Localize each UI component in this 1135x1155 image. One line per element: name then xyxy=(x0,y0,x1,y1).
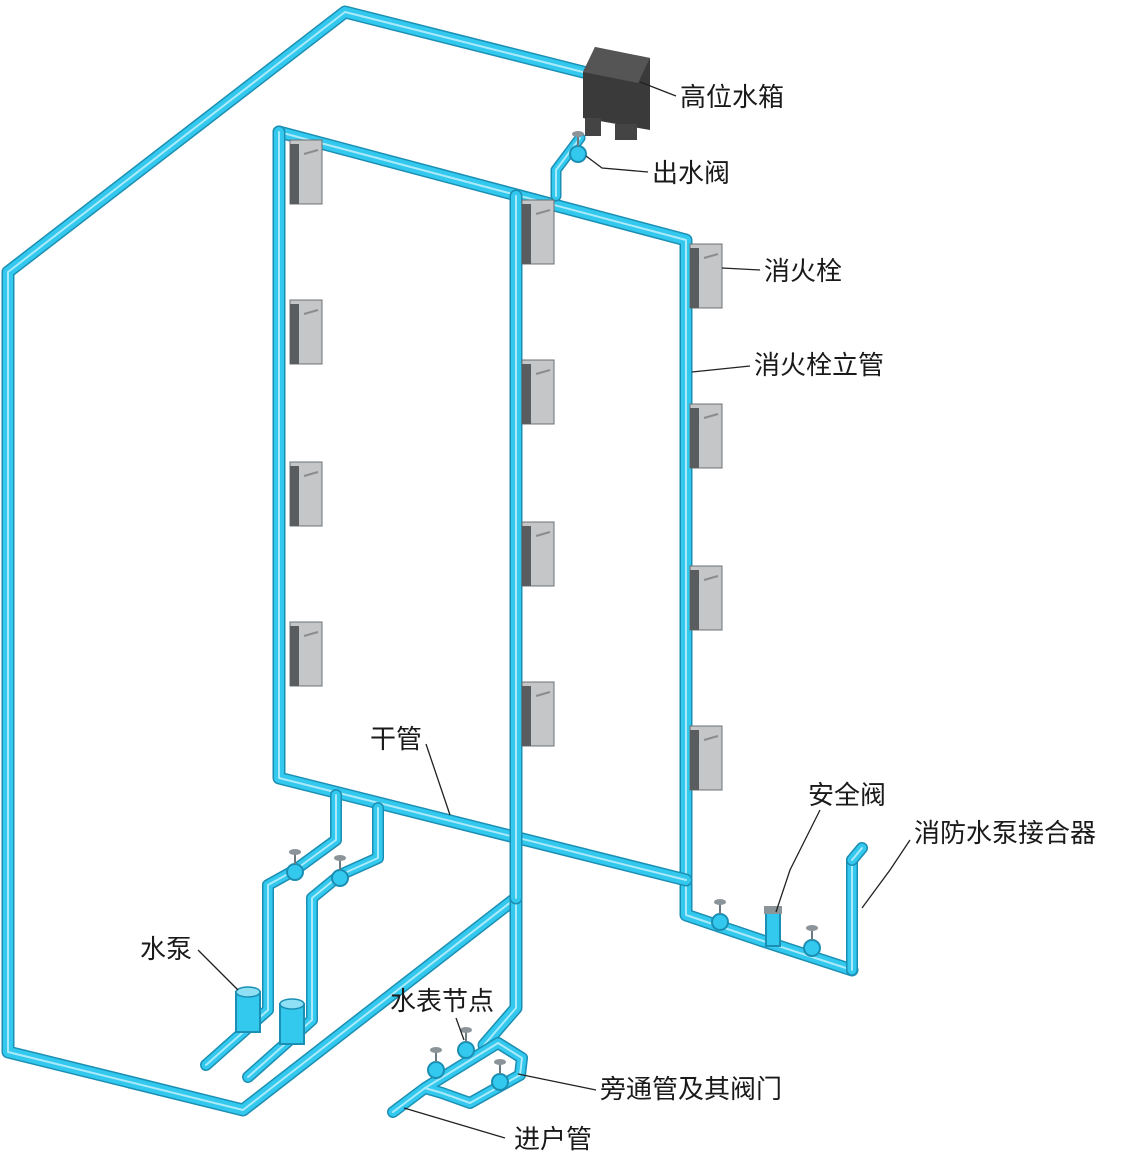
label-hydrant: 消火栓 xyxy=(764,257,842,287)
meter-valve-1-handwheel xyxy=(430,1047,442,1053)
hydrant-label-plate xyxy=(703,575,719,581)
leader-line xyxy=(403,1107,506,1139)
tank-foot xyxy=(615,124,637,140)
hydrant-label-plate xyxy=(303,309,319,315)
connector-check-valve-handwheel xyxy=(806,925,818,931)
leader-line xyxy=(861,839,911,909)
connector-gate-valve-handwheel xyxy=(714,899,726,905)
hydrant-label-plate xyxy=(535,209,551,215)
label-safety-valve: 安全阀 xyxy=(808,781,886,811)
hydrant-label-plate xyxy=(703,735,719,741)
pump-1 xyxy=(235,991,261,1033)
hydrant-label-plate xyxy=(303,471,319,477)
hydrant-label-plate xyxy=(703,253,719,259)
inlet-riser-tail-shine xyxy=(483,897,517,1046)
leader-line xyxy=(517,1073,597,1091)
hydrant-box-side xyxy=(690,730,699,790)
hydrant-box-side xyxy=(290,626,299,686)
hydrant-box-side xyxy=(690,248,699,308)
hydrant-label-plate xyxy=(703,413,719,419)
pump-2-cap xyxy=(279,998,305,1010)
outlet-valve-handwheel xyxy=(572,131,584,137)
label-pump-connector: 消防水泵接合器 xyxy=(914,819,1096,849)
tank-top xyxy=(583,47,650,83)
hydrant-box-side xyxy=(290,466,299,526)
meter-valve-2 xyxy=(457,1041,475,1059)
hydrant-box-side xyxy=(522,526,531,586)
hydrant-box-side xyxy=(690,408,699,468)
label-bypass: 旁通管及其阀门 xyxy=(600,1075,782,1105)
pump-2-gate-valve-handwheel xyxy=(334,855,346,861)
connector-check-valve xyxy=(803,939,821,957)
meter-valve-1 xyxy=(427,1061,445,1079)
equipment-layer xyxy=(235,47,821,1091)
label-inlet: 进户管 xyxy=(514,1125,592,1155)
leader-line xyxy=(197,949,239,991)
hydrant-label-plate xyxy=(535,531,551,537)
pump-1-gate-valve-handwheel xyxy=(289,849,301,855)
hydrant-box-side xyxy=(522,686,531,746)
leader-line xyxy=(639,81,677,97)
hydrant-box-side xyxy=(290,144,299,204)
pump-2-gate-valve xyxy=(331,869,349,887)
safety-valve-cap xyxy=(764,906,782,914)
label-riser: 消火栓立管 xyxy=(754,351,884,381)
label-outlet-valve: 出水阀 xyxy=(652,159,730,189)
left-riser-and-main-pipe-shine xyxy=(278,131,687,881)
leader-line xyxy=(775,809,821,913)
hydrant-box-side xyxy=(522,364,531,424)
label-tank: 高位水箱 xyxy=(680,83,784,113)
hydrant-label-plate xyxy=(535,691,551,697)
safety-valve-body xyxy=(765,911,781,947)
leader-line xyxy=(425,743,451,816)
bypass-valve xyxy=(491,1073,509,1091)
outlet-valve xyxy=(569,145,587,163)
pump-connector-head-shine xyxy=(851,847,863,861)
tank-outlet-stub xyxy=(585,118,601,136)
hydrant-label-plate xyxy=(535,369,551,375)
left-riser-and-main-pipe xyxy=(272,125,693,887)
leader-line xyxy=(691,365,751,373)
bypass-valve-handwheel xyxy=(494,1059,506,1065)
hydrant-box-side xyxy=(290,304,299,364)
pump-2 xyxy=(279,1003,305,1045)
label-meter-node: 水表节点 xyxy=(390,987,494,1017)
hydrant-box-side xyxy=(522,204,531,264)
pump-1-cap xyxy=(235,986,261,998)
label-main-pipe: 干管 xyxy=(370,725,422,755)
leader-line xyxy=(455,1017,465,1041)
meter-bypass-loop-shine xyxy=(392,1042,523,1113)
hydrant-label-plate xyxy=(303,631,319,637)
hydrant-label-plate xyxy=(303,149,319,155)
pipe-network xyxy=(1,5,868,1118)
leader-lines xyxy=(197,81,911,1139)
hydrant-box-side xyxy=(690,570,699,630)
label-pump: 水泵 xyxy=(140,935,192,965)
leader-line xyxy=(585,155,649,173)
pump-1-gate-valve xyxy=(286,863,304,881)
leader-line xyxy=(721,267,761,271)
left-riser-and-main-pipe-fill xyxy=(274,127,691,885)
connector-gate-valve xyxy=(711,913,729,931)
meter-valve-2-handwheel xyxy=(460,1027,472,1033)
gravity-supply-pipe-shine xyxy=(7,11,584,1111)
